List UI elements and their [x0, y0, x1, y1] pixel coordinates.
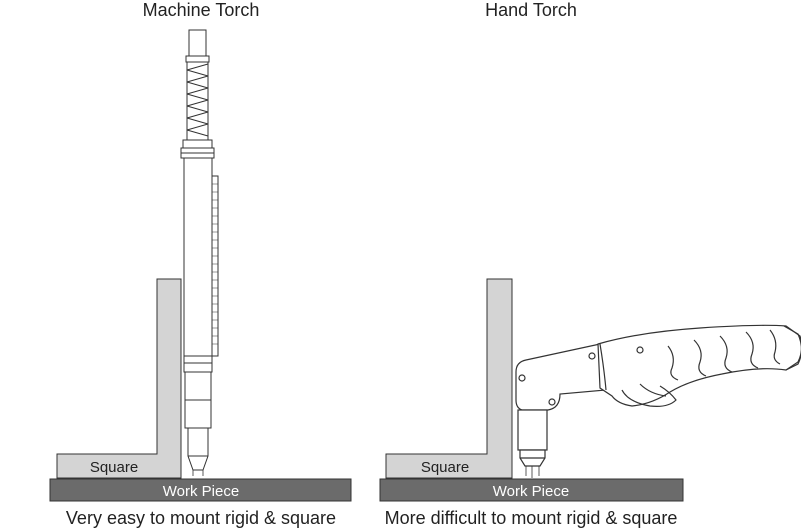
hand-torch: [515, 324, 801, 478]
hand-square: [385, 278, 513, 479]
hand-square-label: Square: [421, 459, 469, 476]
hand-torch-panel: Hand Torch Square: [379, 0, 801, 528]
machine-torch-title: Machine Torch: [143, 0, 260, 20]
hand-workpiece-label: Work Piece: [493, 483, 569, 500]
machine-torch-caption: Very easy to mount rigid & square: [66, 508, 336, 528]
machine-torch-panel: Machine Torch Square: [49, 0, 352, 528]
machine-workpiece-label: Work Piece: [163, 483, 239, 500]
machine-square: [56, 278, 182, 479]
hand-torch-caption: More difficult to mount rigid & square: [385, 508, 678, 528]
machine-torch: [180, 29, 219, 476]
machine-workpiece: [49, 478, 352, 502]
machine-square-label: Square: [90, 459, 138, 476]
hand-workpiece: [379, 478, 684, 502]
hand-torch-title: Hand Torch: [485, 0, 577, 20]
